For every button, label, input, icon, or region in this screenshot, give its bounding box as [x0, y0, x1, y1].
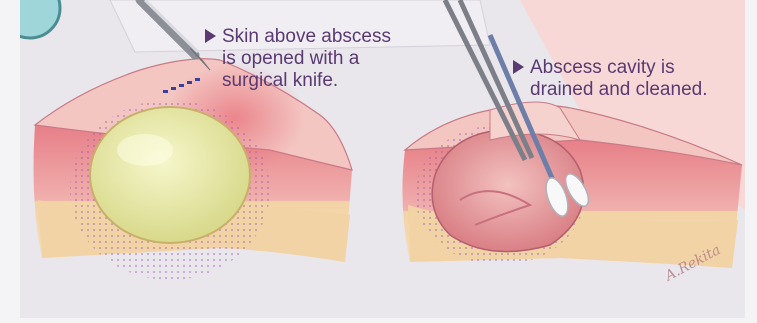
- pus-pocket: [90, 107, 250, 243]
- callout-drainage: Abscess cavity is drained and cleaned.: [513, 57, 707, 101]
- triangle-bullet-icon: [513, 60, 524, 74]
- callout-drainage-line-1: Abscess cavity is: [530, 57, 675, 78]
- callout-drainage-line-2: drained and cleaned.: [513, 79, 707, 101]
- callout-incision-line-3: surgical knife.: [205, 70, 391, 92]
- callout-incision: Skin above abscess is opened with a surg…: [205, 26, 391, 92]
- pus-highlight: [117, 134, 173, 166]
- callout-incision-line-1: Skin above abscess: [222, 26, 391, 47]
- callout-incision-line-2: is opened with a: [205, 48, 391, 70]
- triangle-bullet-icon: [205, 29, 216, 43]
